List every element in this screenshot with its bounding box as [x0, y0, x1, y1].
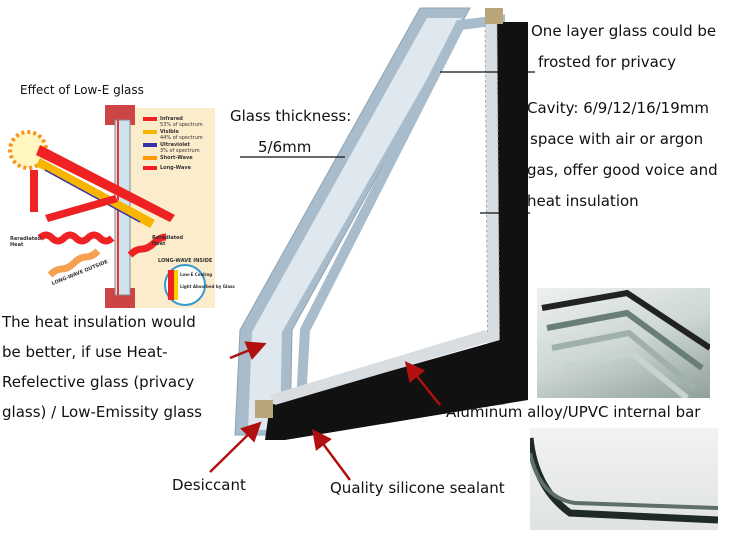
legend-ultraviolet: Ultraviolet [160, 142, 190, 148]
heat-arrow [229, 341, 267, 360]
low-e-diagram [8, 105, 215, 308]
legend-ultraviolet-sub: 3% of spectrum [160, 148, 200, 154]
frosted-label-2: frosted for privacy [538, 53, 676, 71]
corner-photo [537, 288, 710, 398]
longwave-inside-label: LONG-WAVE INSIDE [158, 258, 213, 264]
cavity-label-1: Cavity: 6/9/12/16/19mm [527, 99, 709, 117]
legend-infrared: Infrared [160, 116, 183, 122]
bar-label: Aluminum alloy/UPVC internal bar [446, 403, 701, 421]
heat-label-2: be better, if use Heat- [2, 343, 168, 361]
legend-visible-sub: 44% of spectrum [160, 135, 203, 141]
edge-photo [530, 428, 718, 530]
sealant-label: Quality silicone sealant [330, 479, 505, 497]
sealant-arrow [312, 428, 352, 481]
cavity-label-2: space with air or argon [530, 130, 704, 148]
coating-label: Low-E Coating [180, 272, 213, 277]
frosted-label-1: One layer glass could be [531, 22, 717, 40]
low-e-inset: Effect of Low-E glass Infrared 53% of sp… [0, 83, 235, 310]
spacer-bar-bottom [265, 340, 528, 440]
desiccant-label: Desiccant [172, 476, 246, 494]
desiccant-block [255, 400, 273, 418]
thickness-label-2: 5/6mm [258, 138, 312, 156]
thickness-label-1: Glass thickness: [230, 107, 352, 125]
heat-label-1: The heat insulation would [2, 313, 196, 331]
reradiated-in-label: Reradiated Heat [152, 235, 184, 247]
absorbed-label: Light Absorbed by Glass [180, 284, 235, 289]
heat-label-4: glass) / Low-Emissity glass [2, 403, 202, 421]
heat-label-3: Refelective glass (privacy [2, 373, 195, 391]
cavity-label-3: gas, offer good voice and [527, 161, 718, 179]
cavity-label-4: heat insulation [527, 192, 639, 210]
legend-shortwave: Short-Wave [160, 155, 193, 161]
spacer-bar-vertical [497, 22, 528, 400]
inset-title: Effect of Low-E glass [20, 83, 144, 97]
reradiated-out-label: Reradiated Heat [10, 236, 42, 248]
legend-visible: Visible [160, 129, 179, 135]
legend-infrared-sub: 53% of spectrum [160, 122, 203, 128]
legend-longwave: Long-Wave [160, 165, 191, 171]
bar-arrow [404, 361, 441, 406]
desiccant-arrow [209, 421, 262, 473]
